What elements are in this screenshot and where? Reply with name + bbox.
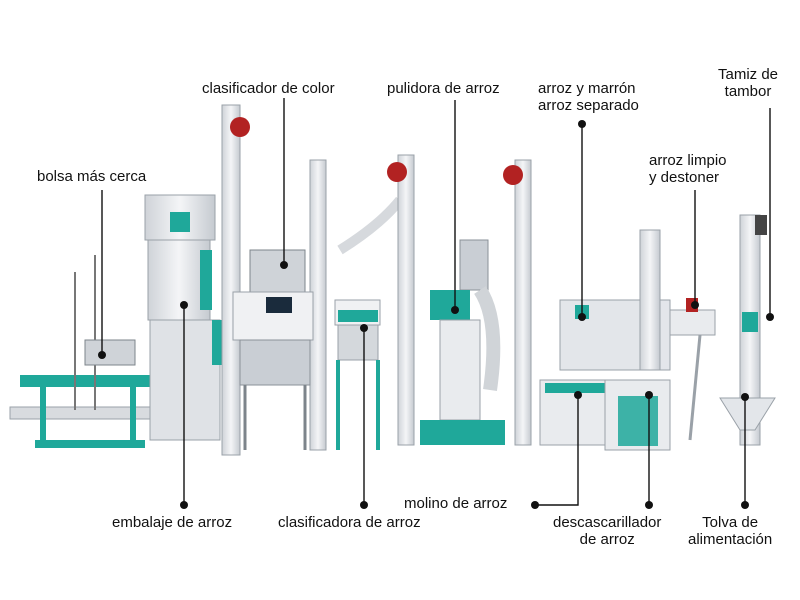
marker-packing <box>180 301 188 309</box>
label-brown-rice-separator-line2: arroz separado <box>538 97 639 114</box>
label-drum-sieve: Tamiz de tambor <box>718 66 778 100</box>
label-destoner-line2: y destoner <box>649 169 720 186</box>
label-brown-rice-separator: arroz y marrón arroz separado <box>538 80 639 114</box>
destoner-sieve-machine <box>669 214 776 446</box>
label-husker-line1: descascarillador <box>553 514 662 531</box>
marker-rice-mill-end <box>531 501 539 509</box>
marker-rice-mill <box>574 391 582 399</box>
marker-hopper-end <box>741 501 749 509</box>
label-bag-closer: bolsa más cerca <box>37 168 147 185</box>
rice-grader-machine <box>334 196 404 450</box>
leader-lines <box>101 98 771 506</box>
packing-machine <box>9 194 230 448</box>
marker-hopper <box>741 393 749 401</box>
marker-bag-closer <box>98 351 106 359</box>
marker-grader <box>360 324 368 332</box>
marker-separator <box>578 313 586 321</box>
label-drum-sieve-line2: tambor <box>724 83 772 100</box>
marker-husker <box>645 391 653 399</box>
rice-polisher-machine <box>387 154 532 446</box>
color-sorter-machine <box>221 104 327 456</box>
label-color-sorter: clasificador de color <box>202 80 335 97</box>
label-husker-line2: de arroz <box>579 531 635 548</box>
marker-rice-polisher <box>451 306 459 314</box>
marker-grader-end <box>360 501 368 509</box>
marker-separator-top <box>578 120 586 128</box>
marker-destoner <box>691 301 699 309</box>
label-rice-mill: molino de arroz <box>404 495 508 512</box>
label-destoner: arroz limpio y destoner <box>649 152 727 186</box>
label-rice-packing: embalaje de arroz <box>112 514 233 531</box>
label-feed-hopper-line2: alimentación <box>688 531 773 548</box>
label-rice-polisher: pulidora de arroz <box>387 80 500 97</box>
label-brown-rice-separator-line1: arroz y marrón <box>538 80 636 97</box>
label-feed-hopper: Tolva de alimentación <box>688 514 772 548</box>
marker-color-sorter <box>280 261 288 269</box>
label-drum-sieve-line1: Tamiz de <box>718 66 779 83</box>
label-rice-grader: clasificadora de arroz <box>278 514 421 531</box>
label-husker: descascarillador de arroz <box>553 514 661 548</box>
label-destoner-line1: arroz limpio <box>649 152 727 169</box>
marker-husker-end <box>645 501 653 509</box>
marker-drum-sieve <box>766 313 774 321</box>
leader-markers <box>98 120 774 509</box>
marker-packing-end <box>180 501 188 509</box>
label-feed-hopper-line1: Tolva de <box>702 514 759 531</box>
husker-separator-machine <box>539 229 671 451</box>
